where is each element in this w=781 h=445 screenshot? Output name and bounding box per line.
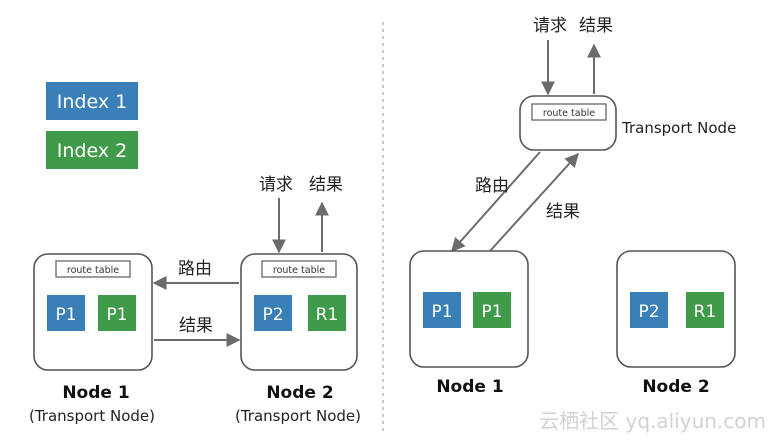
legend-index1-swatch (46, 82, 138, 120)
left-node1-title: Node 1 (62, 383, 129, 403)
right-node1-shard-b-label: P1 (481, 302, 502, 322)
right-transport-route-table (531, 103, 607, 121)
left-node1-shard-b (98, 295, 136, 331)
left-request-label: 请求 (259, 175, 293, 195)
left-node2-route-table-label: route table (273, 265, 325, 276)
right-node2-shard-a (630, 292, 668, 328)
left-node2: route table P2 R1 Node 2 (Transport Node… (235, 253, 361, 425)
right-node1-shard-a (423, 292, 461, 328)
right-result-label: 结果 (579, 16, 613, 36)
right-node2-shard-b (686, 292, 724, 328)
left-result-return-label: 结果 (179, 316, 213, 336)
left-node1-route-table-label: route table (67, 265, 119, 276)
right-node2-shard-a-label: P2 (638, 302, 659, 322)
right-route-arrow (451, 151, 541, 253)
right-node1-box (409, 250, 529, 368)
right-node2-shard-b-label: R1 (694, 302, 717, 322)
left-result-label: 结果 (309, 175, 343, 195)
right-transport-node: route table Transport Node (519, 95, 736, 151)
watermark: 云栖社区 yq.aliyun.com (539, 409, 766, 433)
left-node1-shard-b-label: P1 (106, 305, 127, 325)
left-node2-title: Node 2 (266, 383, 333, 403)
left-node1-shard-a-label: P1 (55, 305, 76, 325)
legend-index1-label: Index 1 (57, 91, 127, 113)
left-node1: route table P1 P1 Node 1 (Transport Node… (29, 253, 155, 425)
left-node2-shard-b (308, 295, 346, 331)
left-node1-route-table (55, 260, 131, 278)
left-node2-box (240, 253, 358, 371)
right-transport-label: Transport Node (621, 119, 736, 137)
left-node2-route-table (261, 260, 337, 278)
right-transport-route-table-label: route table (543, 108, 595, 119)
right-node2-box (616, 250, 736, 368)
left-node1-subtitle: (Transport Node) (29, 407, 155, 425)
legend-index2-label: Index 2 (57, 140, 127, 162)
right-node1: P1 P1 Node 1 (409, 250, 529, 397)
legend-index2-swatch (46, 131, 138, 169)
right-node1-shard-b (473, 292, 511, 328)
left-node2-shard-a-label: P2 (262, 305, 283, 325)
left-node1-shard-a (47, 295, 85, 331)
right-route-arrow-label: 路由 (475, 176, 509, 196)
left-node2-shard-b-label: R1 (316, 305, 339, 325)
legend: Index 1 Index 2 (46, 82, 138, 169)
right-node2-title: Node 2 (642, 377, 709, 397)
right-result-return-label: 结果 (546, 202, 580, 222)
right-node2: P2 R1 Node 2 (616, 250, 736, 397)
right-result-return-arrow (489, 152, 579, 252)
left-route-arrow-label: 路由 (178, 259, 212, 279)
left-node1-box (33, 253, 153, 371)
right-node1-title: Node 1 (436, 377, 503, 397)
left-node2-subtitle: (Transport Node) (235, 407, 361, 425)
left-node2-shard-a (254, 295, 292, 331)
right-node1-shard-a-label: P1 (431, 302, 452, 322)
right-request-label: 请求 (533, 16, 567, 36)
